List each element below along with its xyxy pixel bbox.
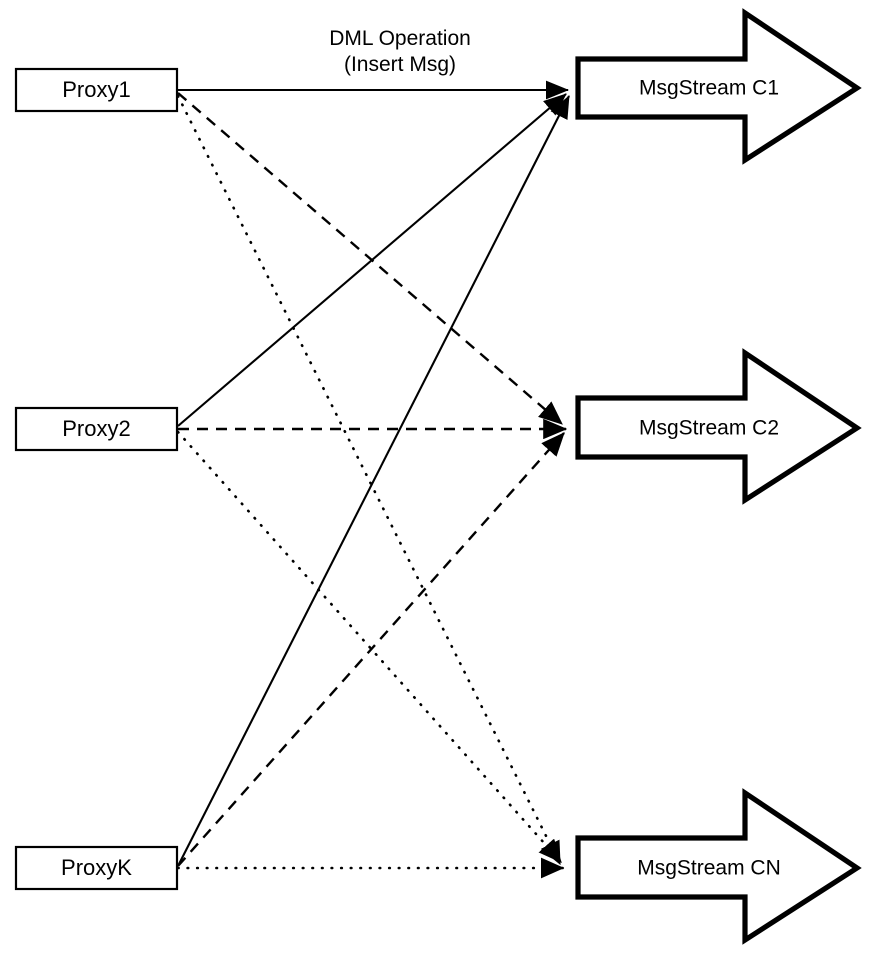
msgstream-arrow-c2-label: MsgStream C2	[639, 417, 779, 440]
edge-label-line1: DML Operation	[329, 27, 471, 50]
proxy-box-proxyk-rect[interactable]	[14, 845, 179, 891]
msgstream-arrow-c1[interactable]: MsgStream C1	[575, 8, 862, 165]
proxy-box-proxy2-label: Proxy2	[62, 416, 130, 441]
connection-proxyk-to-c2	[177, 432, 565, 867]
msgstream-arrow-cn-label: MsgStream CN	[637, 857, 781, 880]
proxy-box-proxyk-label: ProxyK	[61, 855, 132, 880]
connection-proxyk-to-c1	[177, 95, 570, 867]
connection-group-proxy1	[176, 80, 570, 866]
connection-proxy1-to-c2	[177, 92, 563, 425]
msgstream-arrow-cn-shape[interactable]	[575, 788, 862, 945]
connection-proxy2-to-cn	[176, 430, 563, 864]
proxy-box-proxy2[interactable]: Proxy2	[14, 406, 179, 452]
msgstream-arrow-c1-shape[interactable]	[575, 8, 862, 165]
proxy-box-proxyk[interactable]: ProxyK	[14, 845, 179, 891]
msgstream-arrow-cn[interactable]: MsgStream CN	[575, 788, 862, 945]
proxy-box-proxy1-label: Proxy1	[62, 77, 130, 102]
connection-proxy1-to-cn	[176, 94, 562, 866]
msgstream-arrow-c1-label: MsgStream C1	[639, 77, 779, 100]
connection-proxy2-to-c1	[177, 93, 567, 427]
edge-label-line2: (Insert Msg)	[344, 53, 456, 76]
msgstream-arrow-c2-shape[interactable]	[575, 348, 862, 505]
proxy-box-proxy2-rect[interactable]	[14, 406, 179, 452]
connection-group-proxy2	[176, 93, 568, 864]
proxy-box-proxy1-rect[interactable]	[14, 67, 179, 113]
msgstream-arrow-c2[interactable]: MsgStream C2	[575, 348, 862, 505]
edge-label-dml-operation: DML Operation (Insert Msg)	[329, 27, 471, 76]
proxy-box-proxy1[interactable]: Proxy1	[14, 67, 179, 113]
connection-group-proxyk	[176, 95, 570, 879]
